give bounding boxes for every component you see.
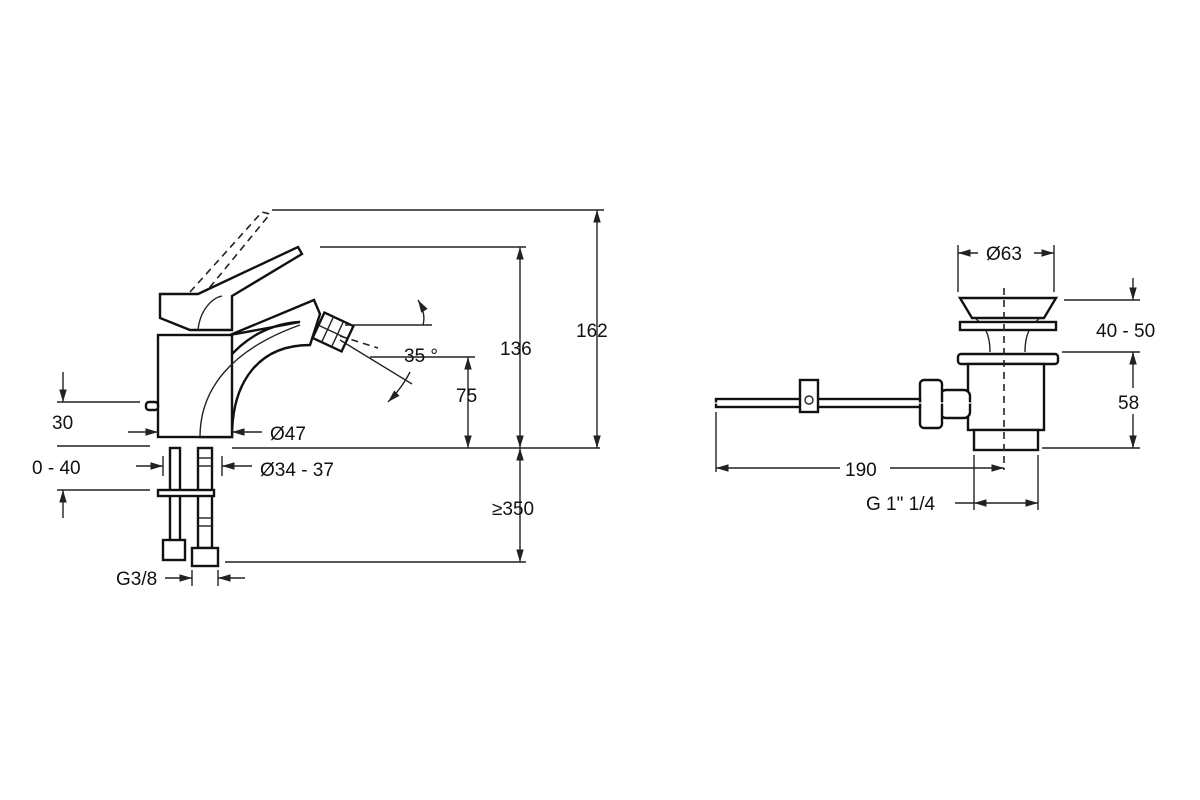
dim-hole-diameter: Ø34 - 37 xyxy=(260,460,334,481)
lever xyxy=(158,245,304,332)
bidet-faucet-drawing: 162 136 75 35 ° Ø47 Ø34 - 37 30 0 - 40 ≥… xyxy=(32,209,608,590)
dim-connection: G3/8 xyxy=(116,569,157,590)
dim-rod-length: 190 xyxy=(845,460,877,481)
drain-body xyxy=(966,362,1046,432)
fixing-plate xyxy=(156,488,216,498)
lever-raised-outline xyxy=(189,211,272,293)
dim-hose-length: ≥350 xyxy=(492,499,534,520)
dim-drain-diameter: Ø63 xyxy=(986,244,1022,265)
pipe-right xyxy=(196,446,214,550)
dim-pop-up: 30 xyxy=(52,413,73,434)
pipe-left xyxy=(168,446,182,550)
pop-up-waste-drawing: Ø63 40 - 50 58 190 G 1" 1/4 xyxy=(700,241,1155,515)
dim-deck-thickness: 0 - 40 xyxy=(32,458,81,479)
dim-flange-height: 40 - 50 xyxy=(1096,321,1155,342)
drain-cap xyxy=(957,296,1059,320)
dim-thread: G 1" 1/4 xyxy=(866,494,935,515)
drain-flange xyxy=(956,352,1060,366)
dim-body-height: 58 xyxy=(1118,393,1139,414)
dim-base-diameter: Ø47 xyxy=(270,424,306,445)
drain-tail xyxy=(972,428,1040,452)
dim-136: 136 xyxy=(500,339,532,360)
dim-162: 162 xyxy=(576,321,608,342)
faucet-body xyxy=(156,333,234,439)
pop-up-knob xyxy=(144,400,160,412)
dim-75: 75 xyxy=(456,386,477,407)
connector-nut xyxy=(918,378,944,430)
side-connector xyxy=(938,388,972,420)
dim-angle: 35 ° xyxy=(404,346,438,367)
drain-ring xyxy=(958,320,1058,332)
nut-left xyxy=(161,538,187,562)
nut-right xyxy=(190,546,220,568)
